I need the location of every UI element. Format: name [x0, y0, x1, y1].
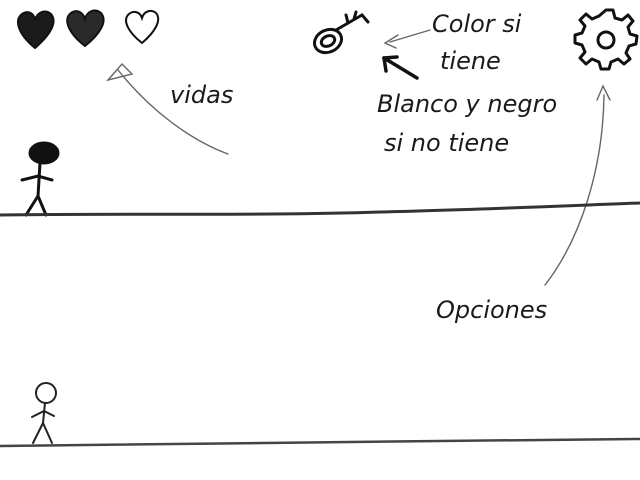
- key-note-line4: si no tiene: [384, 129, 509, 157]
- bold-arrow: [382, 55, 419, 80]
- ground-line-lower: [0, 437, 640, 448]
- key-note-line2: tiene: [440, 47, 501, 75]
- gear-icon[interactable]: [573, 8, 639, 71]
- player-character-upper: [20, 141, 60, 217]
- heart-full-icon: [17, 10, 55, 50]
- ground-line-upper: [0, 201, 640, 217]
- player-character-lower: [31, 382, 57, 444]
- key-note-line1: Color si: [432, 10, 522, 38]
- options-label: Opciones: [436, 296, 547, 324]
- lives-indicator: [17, 9, 160, 50]
- key-icon: [312, 10, 370, 55]
- lives-label: vidas: [170, 81, 233, 109]
- heart-empty-icon: [125, 9, 160, 45]
- annotation-arrows: [106, 29, 611, 286]
- key-note-line3: Blanco y negro: [377, 90, 557, 118]
- heart-full-icon: [66, 9, 105, 48]
